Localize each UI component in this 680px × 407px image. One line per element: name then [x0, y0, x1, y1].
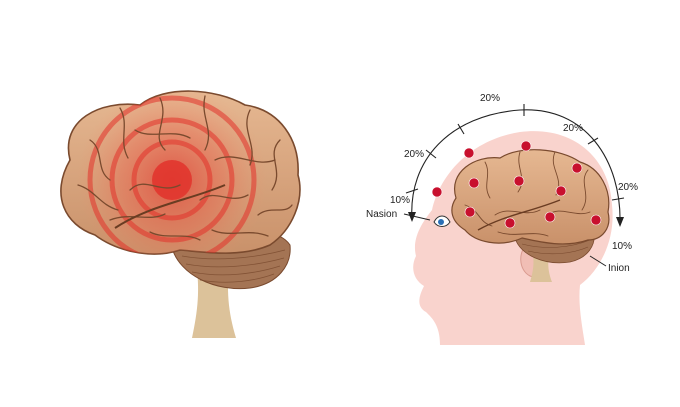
electrodes [431, 140, 602, 229]
inion-pointer [589, 255, 607, 267]
electrode [555, 185, 567, 197]
cerebrum-gyri [77, 95, 293, 241]
lateral-sulcus [114, 184, 226, 229]
electrode [504, 217, 516, 229]
electrode [464, 206, 476, 218]
left-brain-diagram [60, 90, 301, 338]
right-eeg-diagram: 20% 20% 20% 20% 10% 10% Nasion Inion [366, 93, 638, 345]
electrode [590, 214, 602, 226]
eeg-cerebellum-folds [521, 239, 591, 255]
electrode [544, 211, 556, 223]
electrode [431, 186, 443, 198]
arc-tick-marks [405, 104, 625, 201]
label-inion: Inion [608, 263, 630, 274]
arc-arrowheads [408, 212, 624, 227]
electrode [468, 177, 480, 189]
eeg-lateral-sulcus [477, 199, 561, 231]
label-20-upper-right: 20% [563, 123, 583, 134]
label-nasion: Nasion [366, 209, 397, 220]
measurement-arc [411, 109, 621, 226]
electrode [513, 175, 525, 187]
electrode [520, 140, 532, 152]
nasion-pointer [403, 213, 431, 221]
label-20-upper-left: 20% [404, 149, 424, 160]
label-20-top: 20% [480, 93, 500, 104]
cerebellum-folds [181, 249, 286, 283]
label-10-right: 10% [612, 241, 632, 252]
label-10-left: 10% [390, 195, 410, 206]
activity-rings [87, 95, 257, 255]
eeg-cerebrum [451, 149, 610, 245]
electrode [463, 147, 475, 159]
activity-focus-core [152, 160, 192, 200]
eye [433, 215, 451, 227]
label-20-right: 20% [618, 182, 638, 193]
electrode [571, 162, 583, 174]
